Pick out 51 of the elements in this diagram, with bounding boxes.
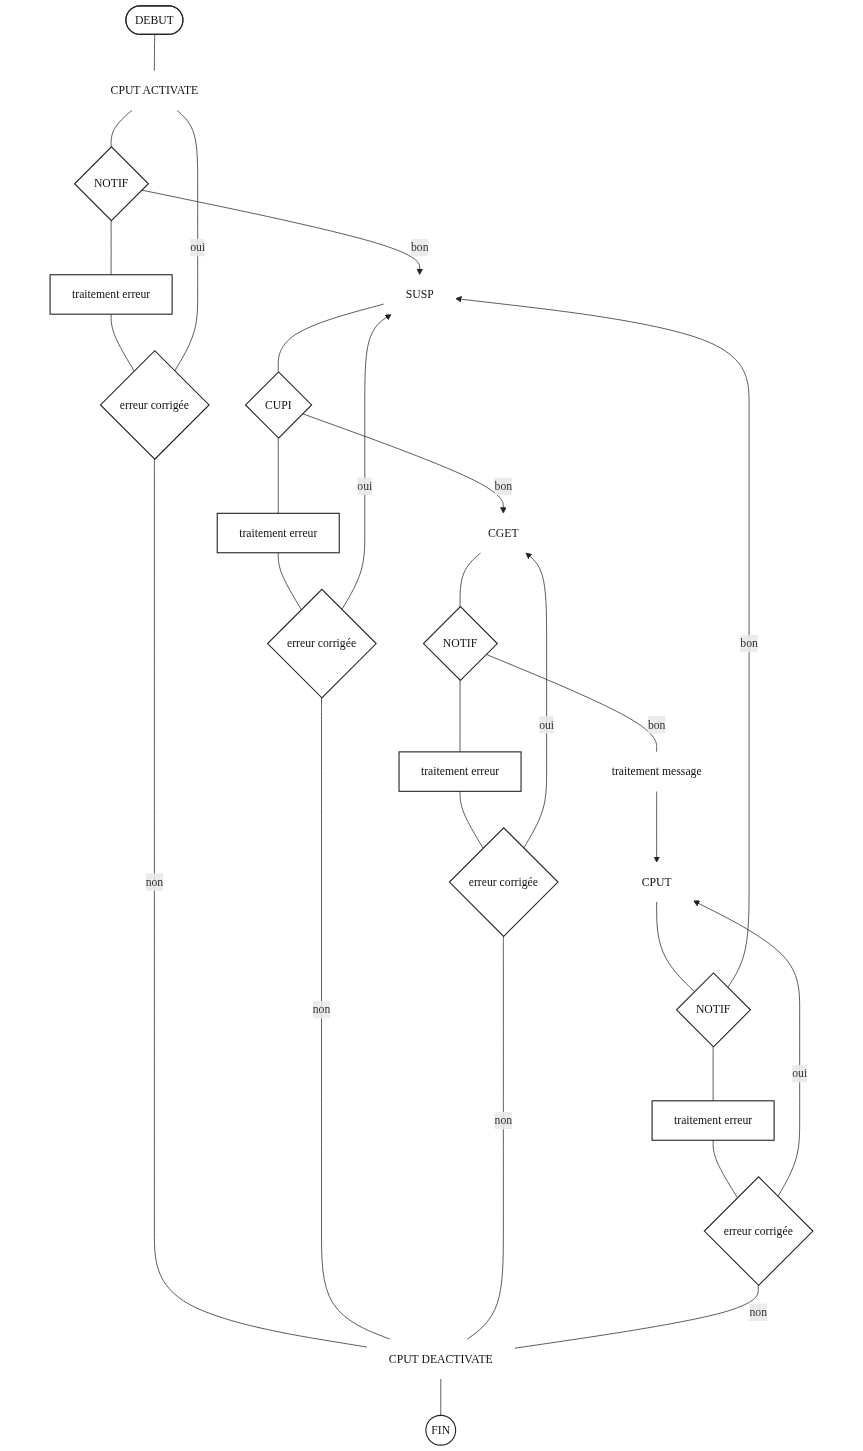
edge-label: oui: [539, 718, 555, 731]
connector: [174, 109, 199, 372]
node-text: CPUT DEACTIVATE: [388, 1352, 493, 1365]
edge-label: oui: [792, 1067, 808, 1080]
node-box: traitement erreur: [216, 512, 340, 554]
connector: [277, 552, 302, 610]
edge-label: bon: [410, 241, 429, 254]
connector: [440, 1378, 442, 1416]
edge-label: bon: [647, 718, 666, 731]
edge-label: non: [749, 1305, 768, 1319]
connector: [459, 680, 461, 753]
node-text: CGET: [488, 526, 519, 539]
edge-label: bon: [494, 479, 513, 493]
connector: [459, 552, 482, 607]
edge-label: non: [145, 875, 164, 888]
node-diamond: erreur corrigée: [99, 349, 210, 461]
node-diamond: erreur corrigée: [448, 827, 559, 938]
node-diamond: CUPI: [244, 371, 313, 439]
connector: [110, 109, 133, 148]
node-box: traitement erreur: [49, 274, 173, 315]
connector: [321, 697, 391, 1340]
node-box: traitement erreur: [398, 751, 522, 792]
connector: [110, 220, 112, 276]
connector: [712, 1139, 738, 1198]
connector: [110, 313, 135, 372]
node-diamond: NOTIF: [73, 146, 150, 222]
edge-label: oui: [190, 241, 206, 254]
node-diamond: erreur corrigée: [703, 1176, 814, 1287]
connector: [656, 901, 695, 992]
node-text: SUSP: [405, 287, 434, 301]
connector: [485, 654, 658, 753]
node-diamond: erreur corrigée: [266, 588, 377, 699]
connector: [277, 437, 279, 514]
edge-label: non: [312, 1003, 331, 1016]
connector: [712, 1046, 714, 1102]
edge-label: non: [494, 1113, 513, 1127]
node-circle: FIN: [425, 1414, 457, 1446]
connector: [466, 936, 504, 1340]
node-diamond: NOTIF: [675, 972, 752, 1048]
connector: [154, 458, 368, 1348]
node-text: CPUT ACTIVATE: [110, 84, 199, 97]
connector: [154, 34, 156, 72]
connector: [459, 790, 484, 849]
edge-label: bon: [740, 636, 758, 650]
node-box: traitement erreur: [651, 1100, 775, 1141]
node-text: CPUT: [641, 875, 672, 888]
node-text: traitement message: [611, 765, 702, 778]
node-diamond: NOTIF: [422, 605, 499, 682]
edge-label: oui: [357, 479, 373, 493]
connector: [514, 1284, 759, 1349]
connector: [277, 303, 385, 373]
